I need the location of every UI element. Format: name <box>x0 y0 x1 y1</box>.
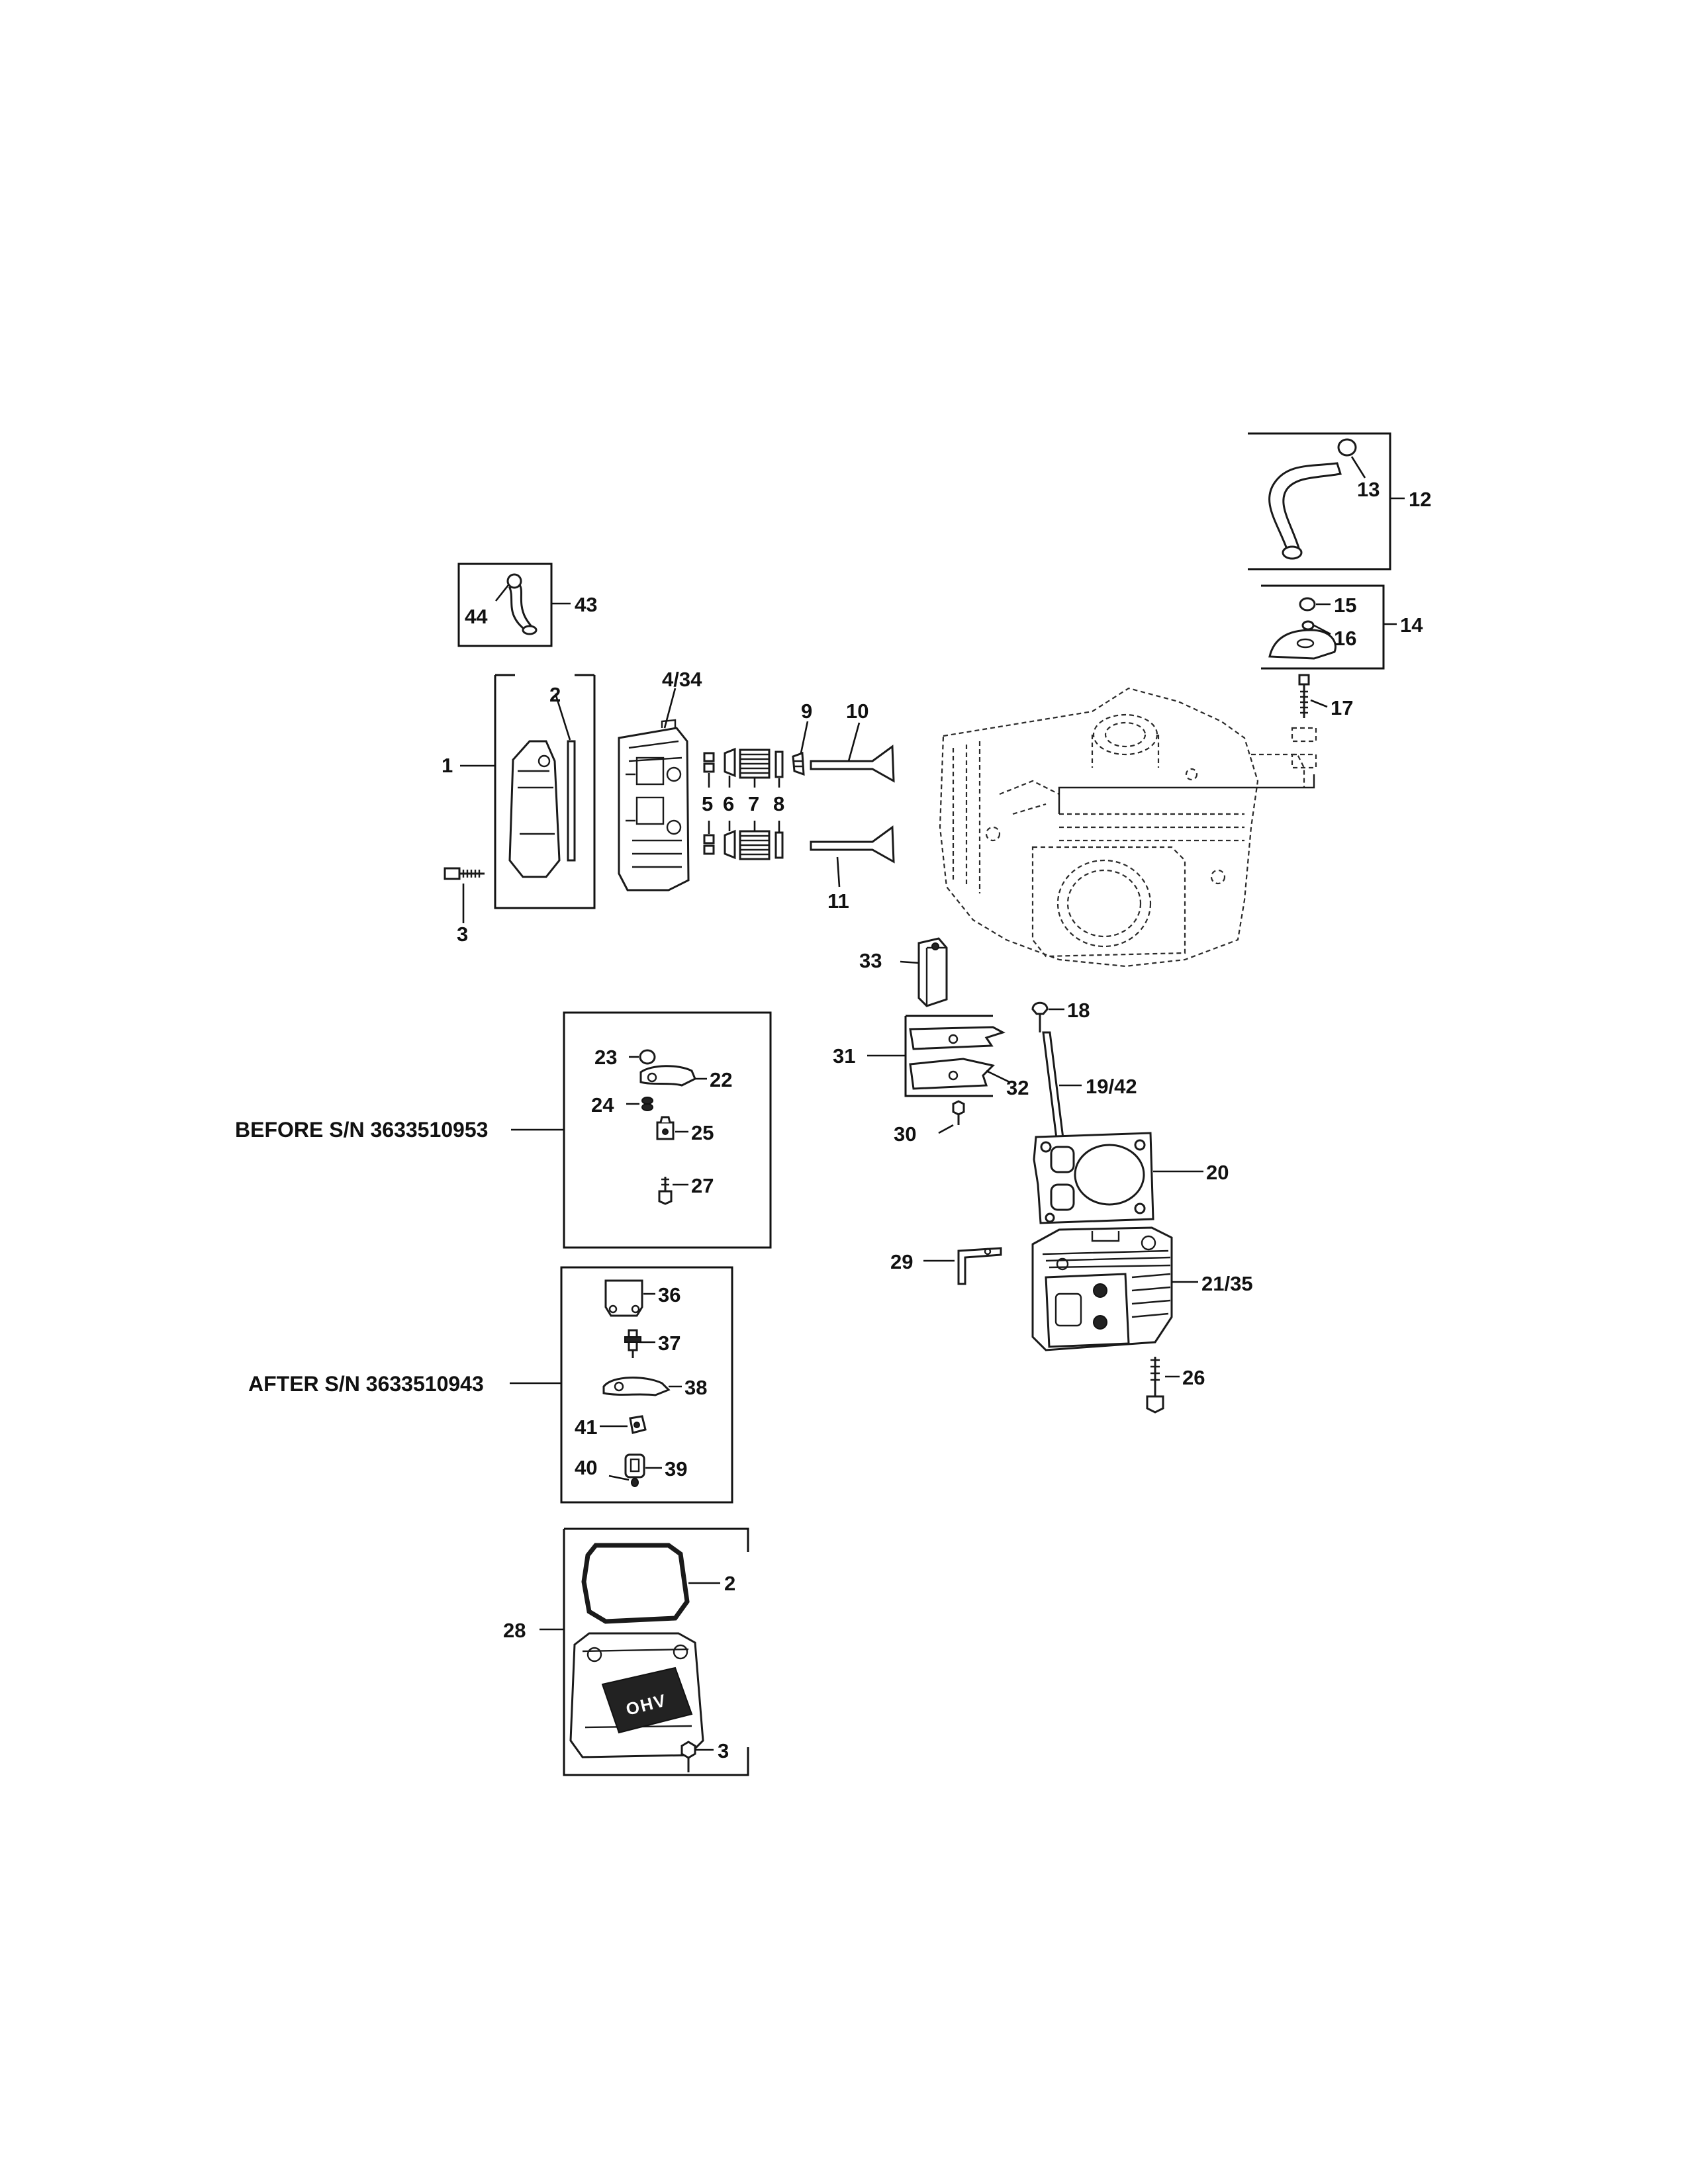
callout-25: 25 <box>691 1121 714 1144</box>
callout-40: 40 <box>575 1456 597 1479</box>
callout-44: 44 <box>465 605 488 628</box>
callout-labels: 2 1 3 4/34 5 6 7 8 9 10 11 12 13 14 15 1… <box>442 478 1431 1762</box>
breather-hose-group <box>457 563 571 647</box>
nut-part-39 <box>624 1453 645 1479</box>
callout-23: 23 <box>594 1046 617 1069</box>
rocker-pivot-part-25 <box>656 1116 675 1140</box>
callout-26: 26 <box>1182 1366 1205 1389</box>
rocker-cover-part-1 <box>508 740 561 878</box>
valve-cover-kit-group-28 <box>539 1527 749 1776</box>
valve-spring-part-7 <box>739 749 771 779</box>
push-rod-part-18 <box>1031 1001 1049 1015</box>
rocker-stud-part-37 <box>624 1329 641 1358</box>
exhaust-valve-part-11 <box>810 825 895 864</box>
cover-bolt-part-3 <box>444 867 485 880</box>
breather-tube-part-12 <box>1268 462 1342 552</box>
callout-30: 30 <box>894 1122 916 1146</box>
part-33-block <box>917 937 948 1007</box>
callout-21-35: 21/35 <box>1201 1272 1253 1295</box>
breather-tube-part-44 <box>508 582 534 634</box>
cylinder-head-part-21-35 <box>1031 1226 1198 1351</box>
spring-retainer-part-6 <box>724 747 736 778</box>
callout-36: 36 <box>658 1283 680 1306</box>
valve-train-leaders <box>708 721 861 887</box>
callout-15: 15 <box>1334 594 1356 617</box>
callout-4-34: 4/34 <box>662 668 702 691</box>
callout-28: 28 <box>503 1619 526 1642</box>
breather-cover-part-16 <box>1268 629 1336 660</box>
breather-assembly-group-14 <box>1058 584 1397 814</box>
rocker-stud-part-24 <box>641 1097 653 1111</box>
callout-38: 38 <box>684 1376 707 1399</box>
before-serial-group <box>511 1011 772 1249</box>
engine-block-outline <box>939 687 1305 968</box>
callout-11: 11 <box>827 889 849 913</box>
callout-18: 18 <box>1067 999 1090 1022</box>
callout-33: 33 <box>859 949 882 972</box>
rocker-stud-part-27 <box>658 1177 673 1205</box>
nut-part-15 <box>1299 597 1316 612</box>
note-before-serial: BEFORE S/N 3633510953 <box>235 1118 488 1142</box>
rocker-cover-gasket-part-2 <box>567 740 576 862</box>
callout-5: 5 <box>702 792 713 815</box>
bolt-part-17 <box>1298 674 1310 718</box>
push-rod-guide-group <box>867 937 1010 1134</box>
callout-1: 1 <box>442 754 453 777</box>
callout-10: 10 <box>846 700 868 723</box>
cylinder-head-side-part-4-34 <box>618 688 690 891</box>
hose-clamp-part-13 <box>1337 438 1357 457</box>
guide-plate-part-36 <box>604 1279 643 1317</box>
rocker-cover-group <box>444 674 596 923</box>
valve-cover-part-28 <box>569 1632 704 1758</box>
callout-2b: 2 <box>724 1572 735 1595</box>
after-serial-group <box>510 1266 733 1504</box>
callout-43: 43 <box>575 593 597 616</box>
callout-3: 3 <box>457 923 468 946</box>
callout-6: 6 <box>723 792 734 815</box>
breather-tube-group-12 <box>1248 432 1405 570</box>
callout-29: 29 <box>890 1250 913 1273</box>
callout-19-42: 19/42 <box>1086 1075 1137 1098</box>
bolt-part-3b <box>680 1741 696 1772</box>
push-rod-group <box>1031 1001 1082 1140</box>
callout-3b: 3 <box>718 1739 729 1762</box>
callout-39: 39 <box>665 1457 687 1480</box>
valve-seal-part-9 <box>792 751 805 776</box>
head-bolt-part-26 <box>1146 1357 1180 1414</box>
bracket-part-29 <box>923 1247 1002 1285</box>
note-after-serial: AFTER S/N 3633510943 <box>248 1372 484 1396</box>
nut-part-23 <box>639 1049 656 1065</box>
valve-keeper-part-5 <box>703 752 715 762</box>
callout-7: 7 <box>748 792 759 815</box>
callout-12: 12 <box>1409 488 1431 511</box>
callout-22: 22 <box>710 1068 732 1091</box>
rocker-guide-plate-part-32-lower <box>909 1058 995 1090</box>
head-gasket-part-20 <box>1033 1132 1203 1224</box>
lower-valve-train <box>703 825 895 864</box>
callout-31: 31 <box>833 1044 855 1068</box>
callout-37: 37 <box>658 1332 680 1355</box>
callout-13: 13 <box>1357 478 1380 501</box>
callout-1-2: 2 <box>549 683 561 706</box>
callout-14: 14 <box>1400 614 1423 637</box>
callout-8: 8 <box>773 792 784 815</box>
callout-41: 41 <box>575 1416 597 1439</box>
bolt-part-30 <box>952 1100 965 1125</box>
screw-part-40 <box>631 1478 639 1487</box>
intake-valve-part-10 <box>810 745 895 783</box>
upper-valve-train <box>703 745 895 783</box>
callout-17: 17 <box>1331 696 1353 719</box>
valve-spring-seat-part-8 <box>774 751 784 778</box>
callout-32: 32 <box>1006 1076 1029 1099</box>
callout-16: 16 <box>1334 627 1356 650</box>
callout-27: 27 <box>691 1174 714 1197</box>
valve-cover-gasket-part-2 <box>581 1543 690 1624</box>
pivot-part-41 <box>629 1415 647 1434</box>
callout-24: 24 <box>591 1093 614 1116</box>
rocker-arm-part-38 <box>602 1377 671 1396</box>
callout-20: 20 <box>1206 1161 1229 1184</box>
callout-9: 9 <box>801 700 812 723</box>
